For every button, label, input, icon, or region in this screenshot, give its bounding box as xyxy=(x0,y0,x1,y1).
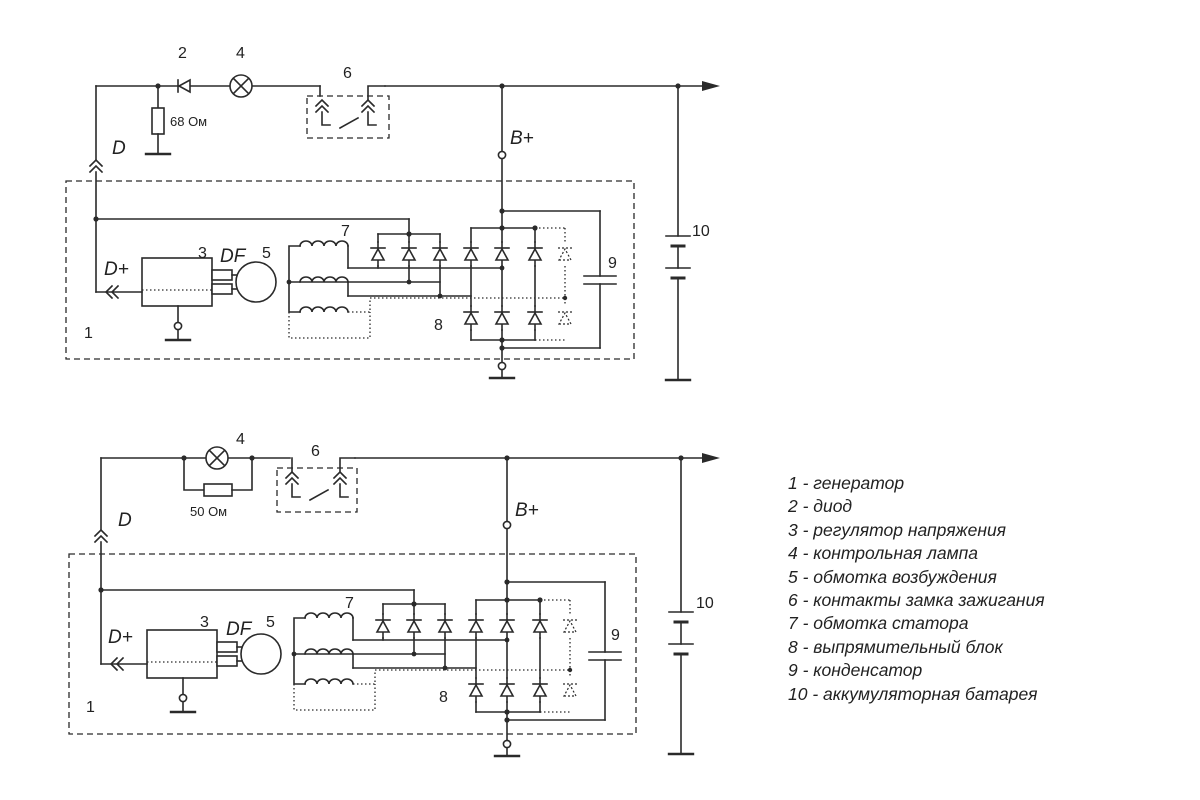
label-8: 8 xyxy=(434,317,443,334)
output-arrow-icon xyxy=(702,453,720,463)
legend-item: 7 - обмотка статора xyxy=(788,613,969,634)
b-plus-terminal xyxy=(502,520,512,530)
switch-contact-icon xyxy=(361,99,375,113)
switch-contact-icon xyxy=(333,471,347,485)
switch-contact-icon xyxy=(315,99,329,113)
resistor-icon xyxy=(151,107,165,135)
label-4: 4 xyxy=(236,45,245,62)
label-3: 3 xyxy=(198,245,207,262)
terminal-bplus: B+ xyxy=(510,128,534,149)
output-arrow-icon xyxy=(702,81,720,91)
rectifier-upper-diodes xyxy=(463,227,573,267)
legend-item: 10 - аккумуляторная батарея xyxy=(788,683,1038,704)
legend-item: 5 - обмотка возбуждения xyxy=(788,566,997,587)
ignition-switch-box xyxy=(306,95,390,139)
generator-frame xyxy=(68,553,637,735)
label-4: 4 xyxy=(236,431,245,448)
terminal-df: DF xyxy=(220,246,247,267)
terminal-bplus: B+ xyxy=(515,500,539,521)
field-winding-icon xyxy=(240,633,282,675)
legend-item: 4 - контрольная лампа xyxy=(788,543,978,564)
terminal-dplus: D+ xyxy=(104,259,129,280)
resistor-value: 50 Ом xyxy=(190,504,227,519)
voltage-regulator xyxy=(146,629,218,679)
exciter-diodes xyxy=(370,233,448,267)
voltage-regulator xyxy=(141,257,213,307)
stator-winding-icon xyxy=(293,612,376,711)
terminal-df: DF xyxy=(226,619,253,640)
legend: 1 - генератор 2 - диод 3 - регулятор нап… xyxy=(788,472,1045,706)
label-2: 2 xyxy=(178,45,187,62)
warning-lamp-icon xyxy=(205,446,229,470)
label-6: 6 xyxy=(311,443,320,460)
switch-contact-icon xyxy=(285,471,299,485)
label-5: 5 xyxy=(266,614,275,631)
ignition-switch-box xyxy=(276,467,358,513)
resistor-icon xyxy=(203,483,233,497)
label-8: 8 xyxy=(439,689,448,706)
label-9: 9 xyxy=(611,627,620,644)
legend-item: 6 - контакты замка зажигания xyxy=(788,590,1045,611)
terminal-d: D xyxy=(112,138,126,159)
terminal-dplus: D+ xyxy=(108,627,133,648)
warning-lamp-icon xyxy=(229,74,253,98)
label-1: 1 xyxy=(84,325,93,342)
rectifier-upper-diodes xyxy=(468,599,578,639)
rectifier-lower-diodes xyxy=(463,305,573,331)
connector-d-icon xyxy=(94,529,108,543)
rectifier-lower-diodes xyxy=(468,677,578,703)
legend-item: 8 - выпрямительный блок xyxy=(788,636,1003,657)
label-9: 9 xyxy=(608,255,617,272)
label-5: 5 xyxy=(262,245,271,262)
connector-d-icon xyxy=(89,159,103,173)
label-10: 10 xyxy=(696,595,714,612)
diagram-2: 1 3 4 5 6 7 8 9 10 50 Ом D D+ DF B+ xyxy=(68,431,720,758)
resistor-value: 68 Ом xyxy=(170,114,207,129)
b-plus-terminal xyxy=(497,150,507,160)
legend-item: 1 - генератор xyxy=(788,473,905,493)
stator-winding-icon xyxy=(288,240,371,339)
terminal-d: D xyxy=(118,510,132,531)
label-3: 3 xyxy=(200,614,209,631)
generator-frame xyxy=(65,180,635,360)
field-winding-icon xyxy=(235,261,277,303)
legend-item: 2 - диод xyxy=(788,496,853,517)
label-7: 7 xyxy=(341,223,350,240)
legend-item: 9 - конденсатор xyxy=(788,660,923,681)
label-7: 7 xyxy=(345,595,354,612)
label-10: 10 xyxy=(692,223,710,240)
legend-item: 3 - регулятор напряжения xyxy=(788,519,1007,540)
exciter-diodes xyxy=(375,603,453,639)
label-6: 6 xyxy=(343,65,352,82)
label-1: 1 xyxy=(86,699,95,716)
diagram-1: 1 2 3 4 5 6 7 8 9 10 68 Ом D D+ DF B+ xyxy=(65,45,720,382)
